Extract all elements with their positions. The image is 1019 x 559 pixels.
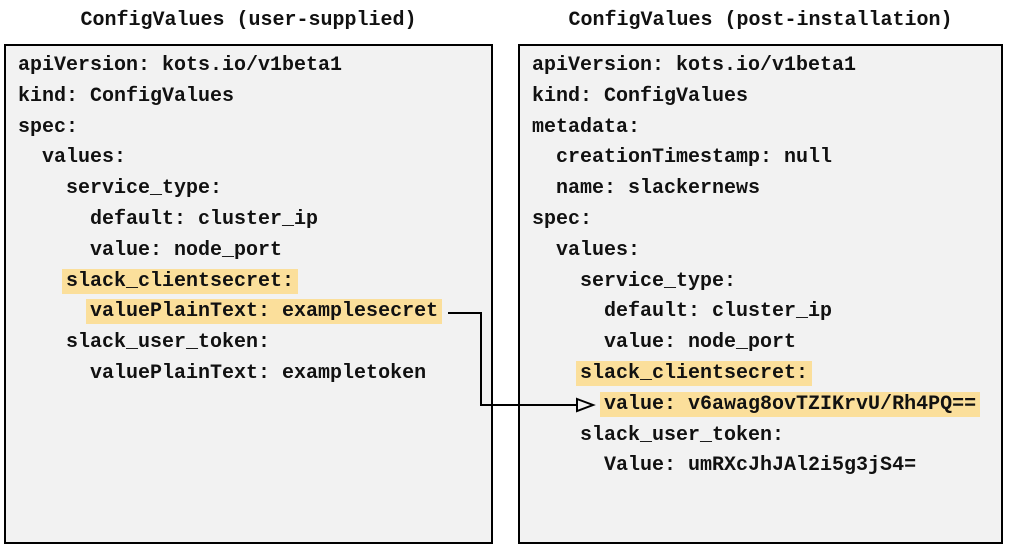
yaml-line: valuePlainText: exampletoken [18, 359, 479, 390]
yaml-text: default: cluster_ip [90, 207, 319, 231]
yaml-indent [532, 177, 556, 200]
yaml-indent [532, 331, 604, 354]
yaml-line: value: v6awag8ovTZIKrvU/Rh4PQ== [532, 390, 989, 421]
right-panel-title: ConfigValues (post-installation) [568, 9, 953, 32]
yaml-text: valuePlainText: exampletoken [90, 361, 427, 385]
left-panel-title: ConfigValues (user-supplied) [80, 9, 417, 32]
yaml-text: value: node_port [90, 238, 283, 262]
yaml-line: metadata: [532, 113, 989, 144]
yaml-text-highlighted: valuePlainText: examplesecret [86, 299, 443, 325]
yaml-line: value: node_port [18, 236, 479, 267]
yaml-indent [532, 146, 556, 169]
yaml-line: slack_user_token: [18, 328, 479, 359]
yaml-text: Value: umRXcJhJAl2i5g3jS4= [604, 454, 917, 478]
yaml-text: default: cluster_ip [604, 300, 833, 324]
yaml-line: valuePlainText: examplesecret [18, 297, 479, 328]
yaml-indent [18, 146, 42, 169]
yaml-text: spec: [18, 115, 79, 139]
yaml-line: default: cluster_ip [18, 205, 479, 236]
yaml-line: kind: ConfigValues [18, 82, 479, 113]
yaml-text: slack_user_token: [580, 423, 785, 447]
yaml-line: creationTimestamp: null [532, 143, 989, 174]
yaml-text: values: [556, 238, 641, 262]
yaml-text: kind: ConfigValues [18, 84, 235, 108]
yaml-line: apiVersion: kots.io/v1beta1 [532, 51, 989, 82]
yaml-line: Value: umRXcJhJAl2i5g3jS4= [532, 451, 989, 482]
yaml-indent [532, 424, 580, 447]
yaml-indent [18, 270, 66, 293]
yaml-line: service_type: [18, 174, 479, 205]
yaml-indent [532, 239, 556, 262]
yaml-line: slack_clientsecret: [532, 359, 989, 390]
yaml-line: spec: [532, 205, 989, 236]
yaml-text-highlighted: slack_clientsecret: [62, 268, 299, 294]
yaml-indent [532, 270, 580, 293]
yaml-text: service_type: [580, 269, 737, 293]
yaml-text: slack_user_token: [66, 331, 271, 355]
yaml-indent [18, 239, 90, 262]
yaml-text: creationTimestamp: null [556, 146, 833, 170]
yaml-indent [532, 362, 580, 385]
yaml-indent [18, 362, 90, 385]
yaml-line: default: cluster_ip [532, 297, 989, 328]
post-installation-config-panel: apiVersion: kots.io/v1beta1 kind: ConfigV… [518, 44, 1003, 544]
yaml-text: spec: [532, 207, 593, 231]
user-supplied-config-panel: apiVersion: kots.io/v1beta1 kind: ConfigV… [4, 44, 493, 544]
yaml-indent [18, 331, 66, 354]
yaml-text: metadata: [532, 115, 641, 139]
yaml-text: name: slackernews [556, 177, 761, 201]
yaml-text: value: node_port [604, 331, 797, 355]
yaml-indent [532, 393, 604, 416]
yaml-line: slack_clientsecret: [18, 267, 479, 298]
yaml-text-highlighted: value: v6awag8ovTZIKrvU/Rh4PQ== [600, 391, 981, 417]
yaml-indent [532, 454, 604, 477]
yaml-line: apiVersion: kots.io/v1beta1 [18, 51, 479, 82]
yaml-indent [18, 177, 66, 200]
yaml-line: name: slackernews [532, 174, 989, 205]
yaml-line: slack_user_token: [532, 421, 989, 452]
yaml-indent [532, 300, 604, 323]
yaml-line: value: node_port [532, 328, 989, 359]
yaml-line: spec: [18, 113, 479, 144]
yaml-text: apiVersion: kots.io/v1beta1 [18, 54, 343, 77]
yaml-line: kind: ConfigValues [532, 82, 989, 113]
yaml-line: values: [532, 236, 989, 267]
yaml-text: kind: ConfigValues [532, 84, 749, 108]
yaml-indent [18, 300, 90, 323]
yaml-line: service_type: [532, 267, 989, 298]
yaml-line: values: [18, 143, 479, 174]
yaml-text-highlighted: slack_clientsecret: [576, 360, 813, 386]
yaml-text: apiVersion: kots.io/v1beta1 [532, 54, 857, 77]
yaml-text: service_type: [66, 177, 223, 201]
yaml-text: values: [42, 146, 127, 170]
yaml-indent [18, 208, 90, 231]
